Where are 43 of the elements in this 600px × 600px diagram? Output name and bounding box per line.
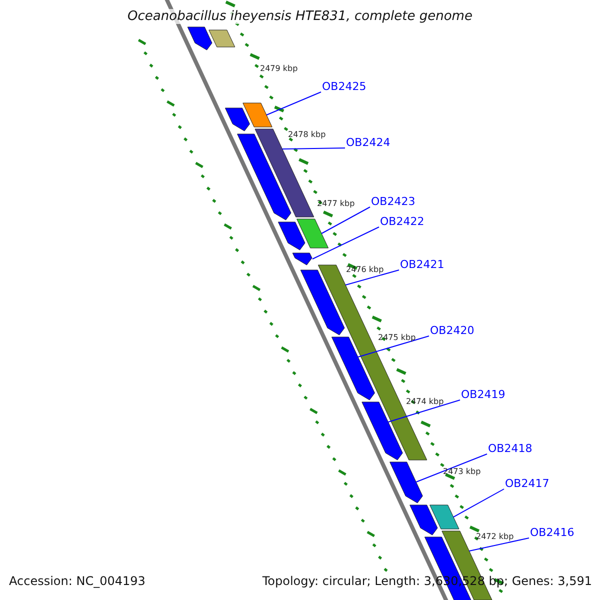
gene-label: OB2420 — [430, 324, 474, 337]
scale-label: 2472 kbp — [476, 532, 514, 542]
leader-line — [416, 454, 488, 482]
scale-label: 2476 kbp — [346, 265, 384, 275]
gene-label: OB2421 — [400, 258, 444, 271]
scale-label: 2477 kbp — [317, 199, 355, 209]
gene-block — [187, 26, 212, 50]
scale-label: 2478 kbp — [288, 130, 326, 140]
gene-block — [390, 462, 423, 504]
leader-line — [312, 226, 380, 260]
gene-label: OB2425 — [322, 80, 366, 93]
gene-block — [430, 504, 460, 530]
scale-label: 2473 kbp — [443, 467, 481, 477]
gene-block — [242, 102, 272, 128]
accession-text: Accession: NC_004193 — [9, 574, 146, 588]
leader-line — [468, 538, 530, 552]
leader-line — [358, 336, 430, 358]
gene-label: OB2423 — [371, 195, 416, 208]
gene-block — [278, 222, 306, 250]
gene-label: OB2419 — [461, 388, 506, 401]
leader-line — [266, 92, 322, 116]
gene-block — [300, 270, 345, 336]
leader-line — [282, 148, 346, 150]
leader-line — [345, 270, 400, 286]
gene-label: OB2422 — [380, 215, 424, 228]
leader-line — [452, 488, 504, 518]
scale-label: 2475 kbp — [378, 333, 416, 343]
gene-label: OB2416 — [530, 526, 574, 539]
gene-label: OB2424 — [346, 136, 390, 149]
scale-label: 2479 kbp — [260, 64, 298, 74]
gene-label: OB2418 — [488, 442, 532, 455]
gene-block — [362, 402, 403, 460]
scale-label: 2474 kbp — [406, 397, 444, 407]
leader-line — [388, 400, 460, 422]
gene-block — [410, 504, 438, 536]
gene-block — [296, 218, 329, 248]
gene-label: OB2417 — [505, 477, 550, 490]
map-title: Oceanobacillus iheyensis HTE831, complete genome — [128, 9, 472, 24]
leader-line — [321, 206, 370, 234]
gene-block — [208, 30, 236, 48]
gene-block — [331, 336, 375, 400]
gene-block — [292, 252, 312, 266]
gene-block — [224, 108, 250, 132]
